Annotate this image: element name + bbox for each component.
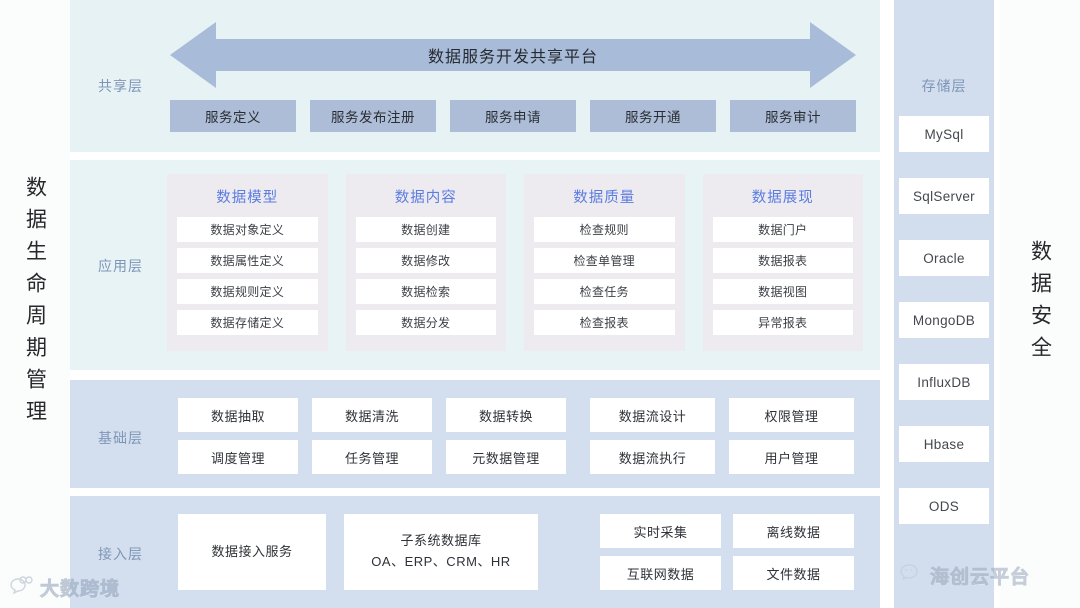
app-item[interactable]: 数据对象定义 xyxy=(177,217,318,242)
base-column: 数据清洗 任务管理 xyxy=(312,398,432,474)
application-card-row: 数据模型 数据对象定义 数据属性定义 数据规则定义 数据存储定义 数据内容 数据… xyxy=(167,174,863,351)
base-cell[interactable]: 数据清洗 xyxy=(312,398,432,432)
application-layer-label: 应用层 xyxy=(98,258,143,274)
base-cell[interactable]: 数据流设计 xyxy=(590,398,715,432)
access-source-realtime[interactable]: 实时采集 xyxy=(600,514,721,548)
app-card-title: 数据模型 xyxy=(216,190,279,206)
access-layer-row: 数据接入服务 子系统数据库 OA、ERP、CRM、HR 实时采集 离线数据 互联… xyxy=(178,514,854,590)
app-item[interactable]: 数据规则定义 xyxy=(177,279,318,304)
app-item[interactable]: 数据检索 xyxy=(355,279,496,304)
access-source-grid: 实时采集 离线数据 互联网数据 文件数据 xyxy=(600,514,854,590)
storage-item-influxdb[interactable]: InfluxDB xyxy=(899,364,989,400)
app-card-title: 数据质量 xyxy=(573,190,636,206)
storage-layer-label: 存储层 xyxy=(921,78,967,94)
base-cell[interactable]: 数据转换 xyxy=(446,398,566,432)
share-layer-band: 共享层 数据服务开发共享平台 服务定义 服务发布注册 服务申请 服务开通 服务审… xyxy=(70,0,880,152)
app-card-title: 数据展现 xyxy=(751,190,814,206)
app-item[interactable]: 数据门户 xyxy=(712,217,853,242)
app-item[interactable]: 检查规则 xyxy=(534,217,675,242)
app-item[interactable]: 数据创建 xyxy=(355,217,496,242)
base-group-processing: 数据抽取 调度管理 数据清洗 任务管理 数据转换 元数据管理 xyxy=(178,398,566,474)
base-cell[interactable]: 用户管理 xyxy=(729,440,854,474)
app-item[interactable]: 数据修改 xyxy=(355,248,496,273)
base-cell[interactable]: 数据抽取 xyxy=(178,398,298,432)
app-item[interactable]: 检查任务 xyxy=(534,279,675,304)
storage-item-sqlserver[interactable]: SqlServer xyxy=(899,178,989,214)
base-column: 权限管理 用户管理 xyxy=(729,398,854,474)
app-item[interactable]: 数据报表 xyxy=(712,248,853,273)
right-sidebar: 数据安全 xyxy=(1000,0,1080,608)
base-layer-band: 基础层 数据抽取 调度管理 数据清洗 任务管理 数据转换 元数据管理 xyxy=(70,380,880,488)
base-cell[interactable]: 权限管理 xyxy=(729,398,854,432)
application-layer-band: 应用层 数据模型 数据对象定义 数据属性定义 数据规则定义 数据存储定义 数据内… xyxy=(70,160,880,370)
data-security-label: 数据安全 xyxy=(1028,240,1052,368)
base-layer-label: 基础层 xyxy=(98,430,143,446)
app-item[interactable]: 检查单管理 xyxy=(534,248,675,273)
service-button-activate[interactable]: 服务开通 xyxy=(590,100,716,132)
access-subsystem-box[interactable]: 子系统数据库 OA、ERP、CRM、HR xyxy=(344,514,538,590)
access-service-box[interactable]: 数据接入服务 xyxy=(178,514,326,590)
storage-item-ods[interactable]: ODS xyxy=(899,488,989,524)
base-group-management: 数据流设计 数据流执行 权限管理 用户管理 xyxy=(590,398,854,474)
storage-item-hbase[interactable]: Hbase xyxy=(899,426,989,462)
app-card-data-model: 数据模型 数据对象定义 数据属性定义 数据规则定义 数据存储定义 xyxy=(167,174,328,351)
storage-item-mongodb[interactable]: MongoDB xyxy=(899,302,989,338)
base-cell[interactable]: 数据流执行 xyxy=(590,440,715,474)
platform-arrow: 数据服务开发共享平台 xyxy=(170,22,856,88)
storage-item-list: MySql SqlServer Oracle MongoDB InfluxDB … xyxy=(899,116,989,524)
storage-layer-band: 存储层 MySql SqlServer Oracle MongoDB Influ… xyxy=(894,0,994,608)
subsystem-title: 子系统数据库 xyxy=(400,533,482,549)
storage-item-mysql[interactable]: MySql xyxy=(899,116,989,152)
base-cell[interactable]: 调度管理 xyxy=(178,440,298,474)
access-source-offline[interactable]: 离线数据 xyxy=(733,514,854,548)
left-sidebar: 数据生命周期管理 xyxy=(0,0,70,608)
service-button-publish-register[interactable]: 服务发布注册 xyxy=(310,100,436,132)
storage-item-oracle[interactable]: Oracle xyxy=(899,240,989,276)
app-item[interactable]: 检查报表 xyxy=(534,310,675,335)
base-column: 数据转换 元数据管理 xyxy=(446,398,566,474)
service-button-define[interactable]: 服务定义 xyxy=(170,100,296,132)
layer-stack: 共享层 数据服务开发共享平台 服务定义 服务发布注册 服务申请 服务开通 服务审… xyxy=(70,0,880,608)
service-button-audit[interactable]: 服务审计 xyxy=(730,100,856,132)
base-layer-grid: 数据抽取 调度管理 数据清洗 任务管理 数据转换 元数据管理 数据流设计 xyxy=(178,398,854,474)
app-card-data-content: 数据内容 数据创建 数据修改 数据检索 数据分发 xyxy=(345,174,506,351)
share-layer-label: 共享层 xyxy=(98,78,143,94)
service-button-apply[interactable]: 服务申请 xyxy=(450,100,576,132)
access-layer-band: 接入层 数据接入服务 子系统数据库 OA、ERP、CRM、HR 实时采集 离线数… xyxy=(70,496,880,608)
base-cell[interactable]: 任务管理 xyxy=(312,440,432,474)
app-item[interactable]: 数据属性定义 xyxy=(177,248,318,273)
app-item[interactable]: 数据分发 xyxy=(355,310,496,335)
access-spacer xyxy=(556,514,582,590)
access-source-file[interactable]: 文件数据 xyxy=(733,556,854,590)
app-item[interactable]: 数据存储定义 xyxy=(177,310,318,335)
app-card-data-presentation: 数据展现 数据门户 数据报表 数据视图 异常报表 xyxy=(702,174,863,351)
data-lifecycle-label: 数据生命周期管理 xyxy=(23,176,47,432)
app-item[interactable]: 异常报表 xyxy=(712,310,853,335)
app-card-title: 数据内容 xyxy=(394,190,457,206)
base-column: 数据流设计 数据流执行 xyxy=(590,398,715,474)
app-item[interactable]: 数据视图 xyxy=(712,279,853,304)
access-layer-label: 接入层 xyxy=(98,546,143,562)
access-source-internet[interactable]: 互联网数据 xyxy=(600,556,721,590)
base-column: 数据抽取 调度管理 xyxy=(178,398,298,474)
base-cell[interactable]: 元数据管理 xyxy=(446,440,566,474)
service-button-row: 服务定义 服务发布注册 服务申请 服务开通 服务审计 xyxy=(170,100,856,132)
subsystem-systems: OA、ERP、CRM、HR xyxy=(371,554,511,569)
app-card-data-quality: 数据质量 检查规则 检查单管理 检查任务 检查报表 xyxy=(524,174,685,351)
